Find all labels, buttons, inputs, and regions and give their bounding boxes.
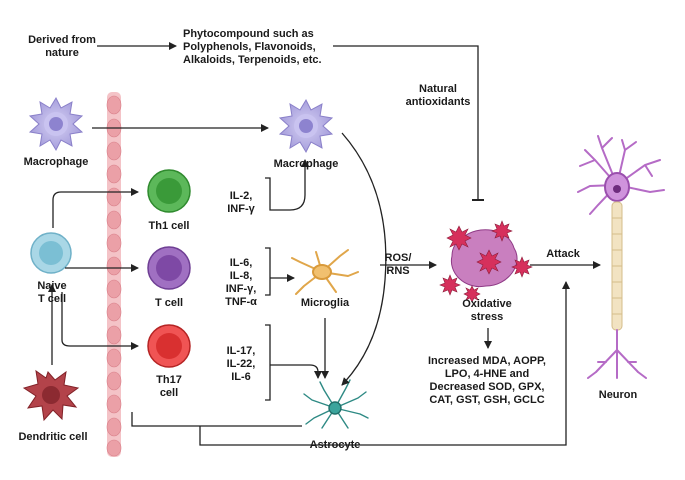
dendritic-cell-label: Dendritic cell <box>18 431 88 443</box>
astrocyte-icon <box>303 379 369 429</box>
naive-t-cell-icon <box>30 232 72 274</box>
barrier-column <box>106 92 122 457</box>
oxidative-stress-icon <box>439 220 533 303</box>
macrophage-right-cell <box>278 98 334 154</box>
t-cell-icon <box>147 246 191 290</box>
macrophage-left-cell <box>28 96 84 152</box>
th1-cytokines-label: IL-2,INF-γ <box>227 190 255 215</box>
arrow-macrophage-to-astrocyte <box>341 132 387 386</box>
attack-label: Attack <box>546 248 580 260</box>
dendritic-cell-icon <box>22 369 80 422</box>
th17-cytokines-label: IL-17,IL-22,IL-6 <box>226 345 256 383</box>
neuron-icon <box>577 135 665 379</box>
th17-cell-icon <box>147 324 191 368</box>
microglia-icon <box>291 249 359 295</box>
neuron-label: Neuron <box>598 389 638 401</box>
th1-cell-icon <box>147 169 191 213</box>
bracket-bottom <box>131 412 302 427</box>
microglia-label: Microglia <box>300 297 350 309</box>
arrow-naive-to-th17 <box>61 292 139 350</box>
th1-cell-label: Th1 cell <box>148 220 190 232</box>
macrophage-right-label: Macrophage <box>273 158 339 170</box>
tcell-cytokines-label: IL-6,IL-8,INF-γ,TNF-α <box>225 257 257 308</box>
t-cell-label: T cell <box>154 297 184 309</box>
arrow-th1-to-macrophage <box>265 159 309 211</box>
arrow-naive-to-th1 <box>52 188 139 228</box>
bracket-th17 <box>265 324 271 401</box>
bracket-tcell <box>265 247 271 296</box>
arrow-bottom-to-neuron <box>199 281 570 446</box>
connectors <box>48 42 601 446</box>
arrow-th17-to-astrocyte <box>270 364 322 379</box>
astrocyte-label: Astrocyte <box>309 439 361 451</box>
ros-rns-label: ROS/RNS <box>384 252 412 277</box>
macrophage-left-label: Macrophage <box>23 156 89 168</box>
line-phytocompounds-inhibit <box>333 45 479 200</box>
